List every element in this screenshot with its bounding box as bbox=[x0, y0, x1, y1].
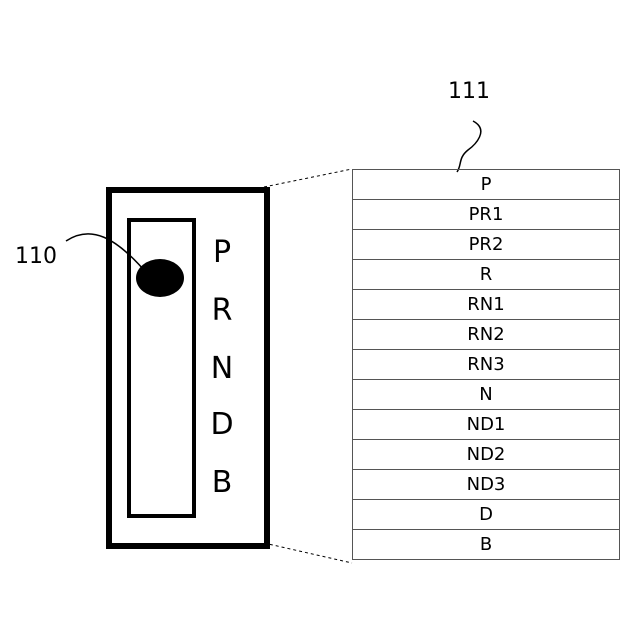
table-row-n: N bbox=[352, 379, 620, 409]
position-label-p: P bbox=[206, 238, 238, 268]
position-label-n: N bbox=[206, 354, 238, 384]
table-row-nd1: ND1 bbox=[352, 409, 620, 439]
position-label-d: D bbox=[206, 410, 238, 440]
table-reference-label: 111 bbox=[448, 81, 490, 103]
table-row-nd3: ND3 bbox=[352, 469, 620, 499]
table-row-r: R bbox=[352, 259, 620, 289]
table-row-b: B bbox=[352, 529, 620, 560]
table-row-p: P bbox=[352, 169, 620, 199]
shift-knob[interactable] bbox=[136, 259, 184, 297]
table-row-pr2: PR2 bbox=[352, 229, 620, 259]
position-label-b: B bbox=[206, 468, 238, 498]
table-row-nd2: ND2 bbox=[352, 439, 620, 469]
knob-reference-label: 110 bbox=[15, 246, 57, 268]
position-label-r: R bbox=[206, 296, 238, 326]
table-row-d: D bbox=[352, 499, 620, 529]
leader-111 bbox=[457, 121, 481, 172]
connector-bottom bbox=[264, 543, 352, 563]
table-row-rn1: RN1 bbox=[352, 289, 620, 319]
connector-top bbox=[264, 169, 352, 187]
table-row-pr1: PR1 bbox=[352, 199, 620, 229]
table-row-rn3: RN3 bbox=[352, 349, 620, 379]
table-row-rn2: RN2 bbox=[352, 319, 620, 349]
shift-position-table: P PR1 PR2 R RN1 RN2 RN3 N ND1 ND2 ND3 D … bbox=[352, 169, 620, 560]
